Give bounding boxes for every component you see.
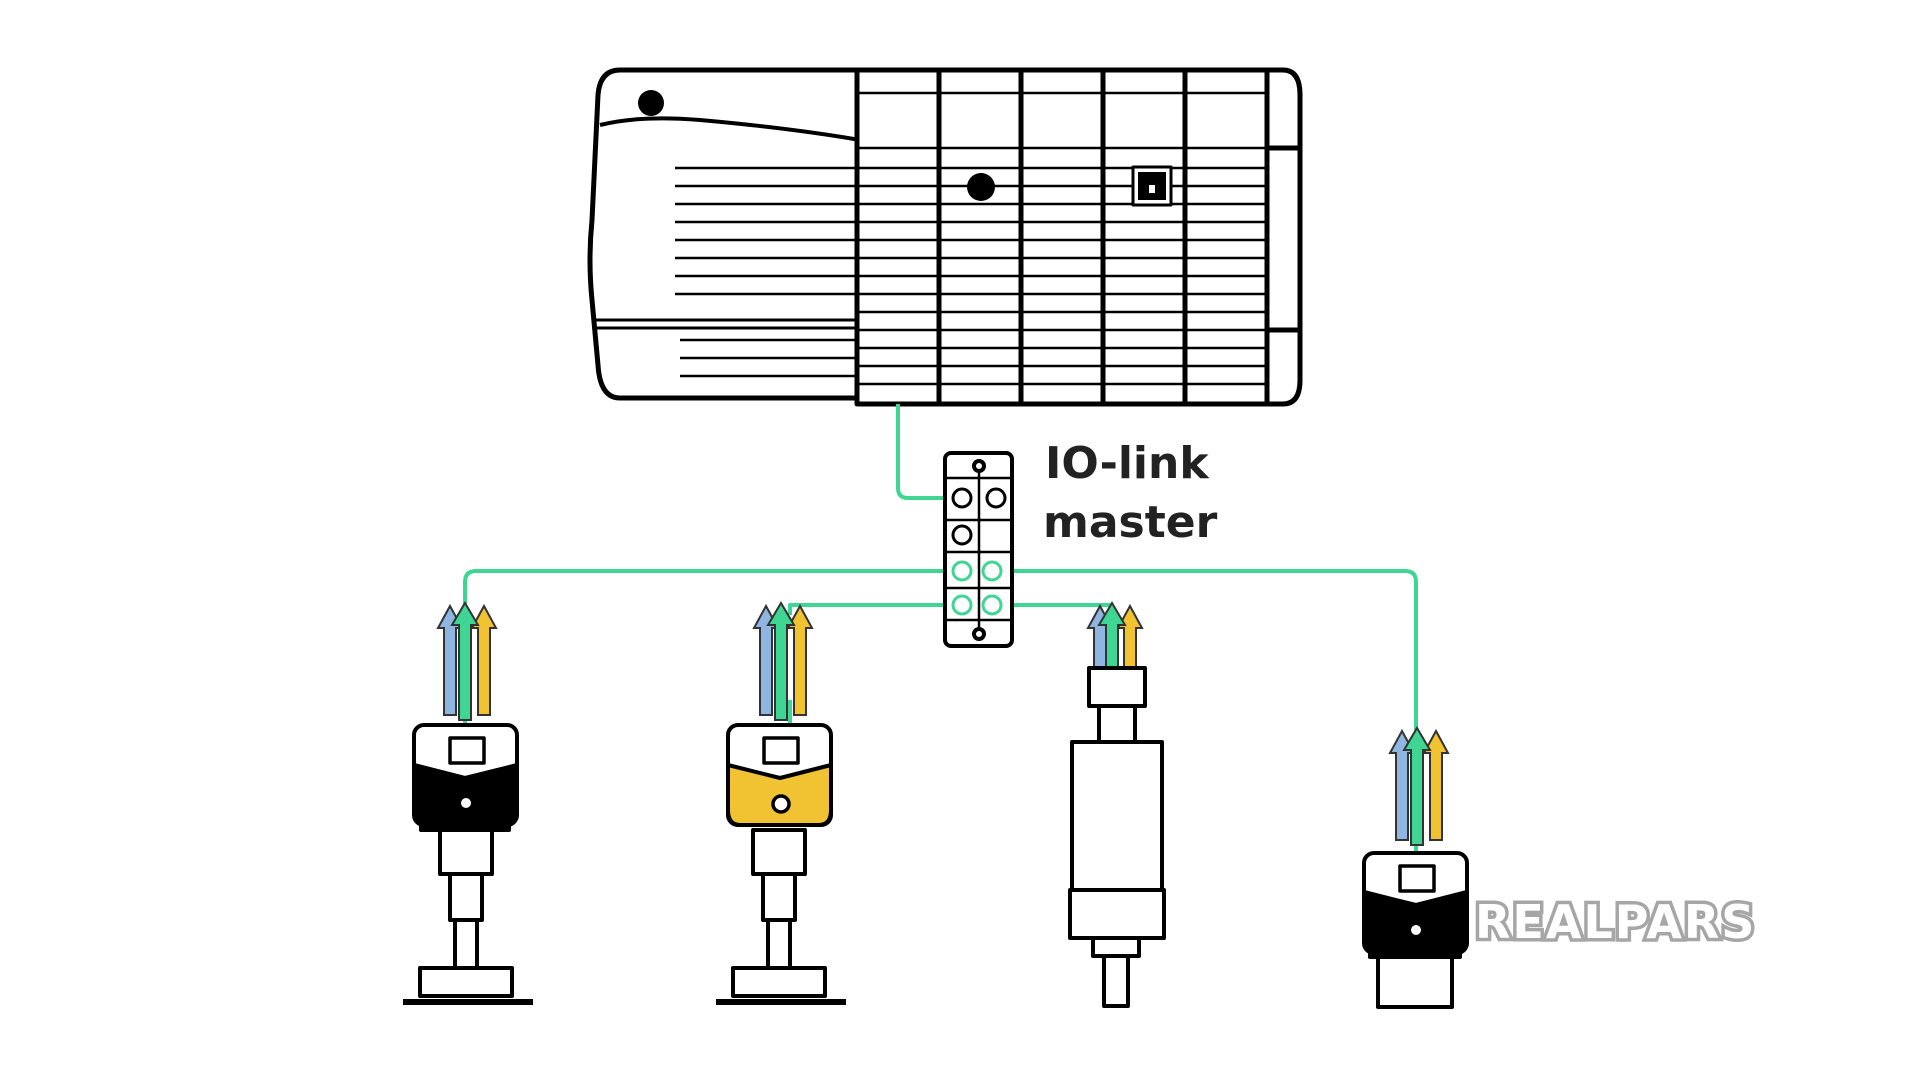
master-port-2	[985, 487, 1007, 509]
master-port-6	[951, 594, 973, 616]
device-black-proximity-sensor	[1362, 851, 1469, 1009]
module-lines	[857, 91, 1267, 386]
cable-device-4	[992, 569, 1418, 750]
watermark-text: REALPARS	[1475, 895, 1756, 949]
cable-device-2	[788, 603, 962, 615]
device-yellow-level-sensor	[716, 723, 846, 1005]
master-port-5	[981, 560, 1003, 582]
io-link-master	[943, 451, 1014, 648]
master-port-1	[951, 487, 973, 509]
master-port-3	[951, 524, 973, 546]
io-link-cables	[463, 404, 1418, 860]
plc-rack	[587, 67, 1303, 407]
realpars-watermark: REALPARS	[1472, 892, 1758, 953]
master-label-line1: IO-link	[1045, 438, 1210, 489]
arrow-group-device-1	[436, 601, 498, 721]
cable-device-1	[463, 569, 962, 625]
master-port-7	[981, 594, 1003, 616]
plc-vent-lines	[675, 166, 855, 378]
arrow-group-device-4	[1388, 726, 1450, 846]
plc-power-led	[638, 90, 664, 116]
arrow-group-device-3	[1086, 601, 1144, 669]
cable-plc-to-master	[896, 404, 962, 500]
device-pressure-transmitter	[1068, 666, 1166, 1008]
arrow-group-device-2	[752, 601, 814, 721]
master-port-4	[951, 560, 973, 582]
device-black-level-sensor	[403, 723, 533, 1005]
plc-status-led	[967, 173, 995, 201]
ethernet-port-icon	[1131, 165, 1173, 207]
master-label-line2: master	[1043, 497, 1218, 548]
